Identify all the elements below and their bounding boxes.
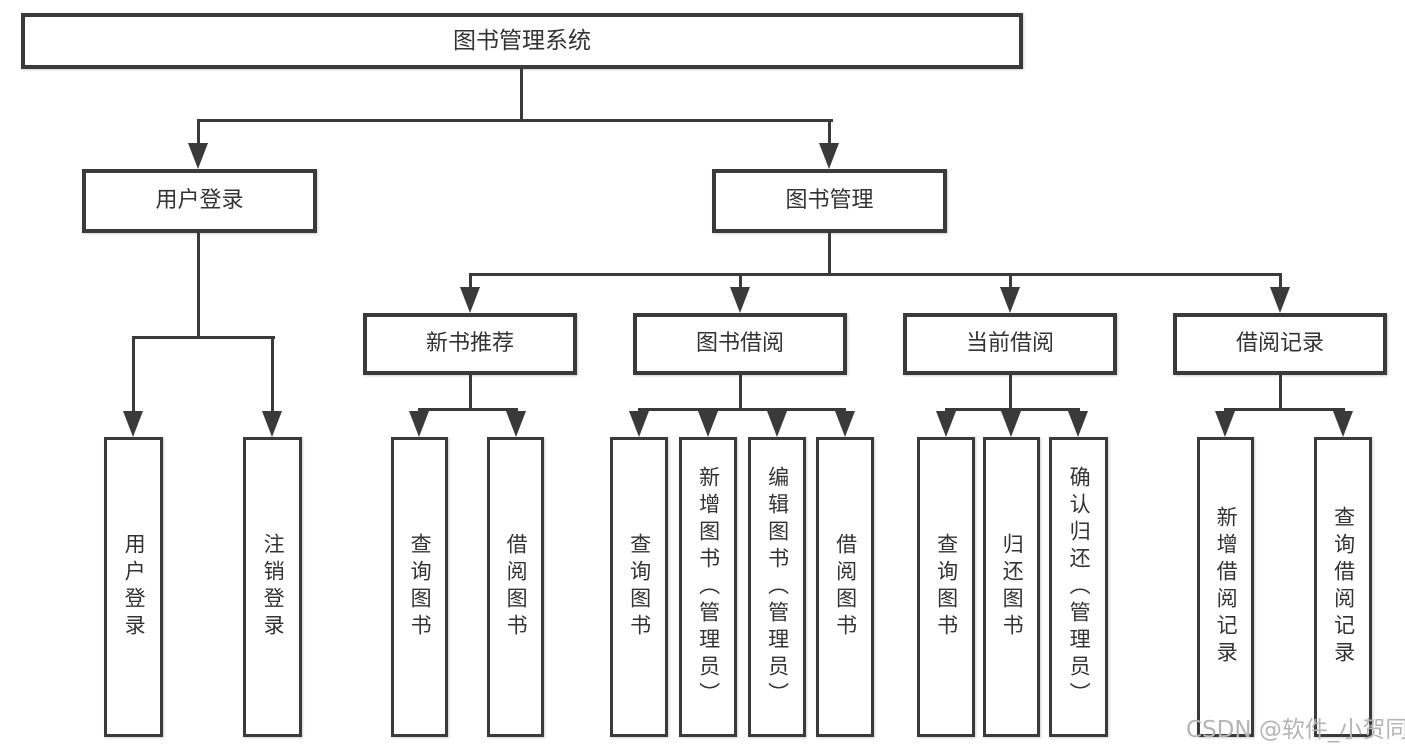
arrow-down-icon — [1333, 411, 1353, 437]
arrow-down-icon — [1270, 287, 1290, 313]
node-library-system: 图书管理系统 — [21, 13, 1023, 69]
arrow-down-icon — [1001, 411, 1021, 437]
watermark-text: CSDN @软件_小贺同学 — [1186, 717, 1405, 743]
leaf-borrow-books: 借阅图书 — [816, 437, 874, 737]
connector-line — [469, 273, 472, 290]
arrow-down-icon — [835, 411, 855, 437]
leaf-label: 新增借阅记录 — [1214, 506, 1239, 668]
leaf-label: 新增图书（管理员） — [696, 465, 721, 709]
leaf-add-borrow-record: 新增借阅记录 — [1197, 437, 1254, 737]
connector-line — [132, 336, 135, 414]
leaf-query-books-recommend: 查询图书 — [391, 437, 448, 737]
connector-line — [469, 375, 472, 409]
arrow-down-icon — [767, 411, 787, 437]
connector-line — [945, 408, 1080, 411]
arrow-down-icon — [262, 411, 282, 437]
arrow-down-icon — [936, 411, 956, 437]
arrow-down-icon — [1215, 411, 1235, 437]
leaf-add-book-admin: 新增图书（管理员） — [679, 437, 737, 737]
node-new-book-recommend: 新书推荐 — [363, 313, 577, 375]
arrow-down-icon — [730, 287, 750, 313]
connector-line — [638, 408, 846, 411]
leaf-label: 归还图书 — [1000, 533, 1025, 641]
connector-line — [1279, 273, 1282, 290]
connector-line — [133, 336, 275, 339]
arrow-down-icon — [188, 143, 208, 169]
leaf-return-book: 归还图书 — [983, 437, 1040, 737]
leaf-user-login: 用户登录 — [104, 437, 163, 737]
arrow-down-icon — [123, 411, 143, 437]
connector-line — [828, 119, 831, 147]
node-book-borrow: 图书借阅 — [633, 313, 847, 375]
leaf-query-books-current: 查询图书 — [917, 437, 975, 737]
leaf-query-borrow-record: 查询借阅记录 — [1314, 437, 1372, 737]
leaf-label: 查询图书 — [934, 533, 959, 641]
arrow-down-icon — [460, 287, 480, 313]
connector-line — [197, 119, 833, 122]
arrow-down-icon — [506, 411, 526, 437]
leaf-label: 注销登录 — [261, 533, 286, 641]
leaf-label: 编辑图书（管理员） — [765, 465, 790, 709]
leaf-borrow-books-recommend: 借阅图书 — [487, 437, 544, 737]
arrow-down-icon — [409, 411, 429, 437]
leaf-edit-book-admin: 编辑图书（管理员） — [748, 437, 806, 737]
leaf-logout: 注销登录 — [243, 437, 302, 737]
connector-line — [197, 233, 200, 339]
leaf-label: 查询图书 — [627, 533, 652, 641]
connector-line — [1279, 375, 1282, 409]
node-current-borrow: 当前借阅 — [903, 313, 1117, 375]
arrow-down-icon — [1068, 411, 1088, 437]
leaf-label: 查询图书 — [408, 533, 433, 641]
node-user-login: 用户登录 — [82, 169, 317, 233]
connector-line — [271, 336, 274, 414]
arrow-down-icon — [698, 411, 718, 437]
arrow-down-icon — [629, 411, 649, 437]
connector-line — [1009, 375, 1012, 409]
connector-line — [197, 119, 200, 147]
connector-line — [520, 69, 523, 122]
node-borrow-records: 借阅记录 — [1173, 313, 1387, 375]
leaf-label: 确认归还（管理员） — [1067, 465, 1092, 709]
connector-line — [739, 273, 742, 290]
connector-line — [1009, 273, 1012, 290]
connector-line — [469, 273, 1282, 276]
leaf-confirm-return-admin: 确认归还（管理员） — [1049, 437, 1108, 737]
connector-line — [739, 375, 742, 409]
arrow-down-icon — [1000, 287, 1020, 313]
node-book-management: 图书管理 — [712, 169, 947, 233]
connector-line — [418, 408, 518, 411]
connector-line — [1224, 408, 1345, 411]
leaf-label: 借阅图书 — [504, 533, 529, 641]
arrow-down-icon — [819, 143, 839, 169]
leaf-query-books-borrow: 查询图书 — [610, 437, 668, 737]
leaf-label: 借阅图书 — [833, 533, 858, 641]
connector-line — [828, 233, 831, 276]
leaf-label: 查询借阅记录 — [1331, 506, 1356, 668]
leaf-label: 用户登录 — [122, 533, 147, 641]
